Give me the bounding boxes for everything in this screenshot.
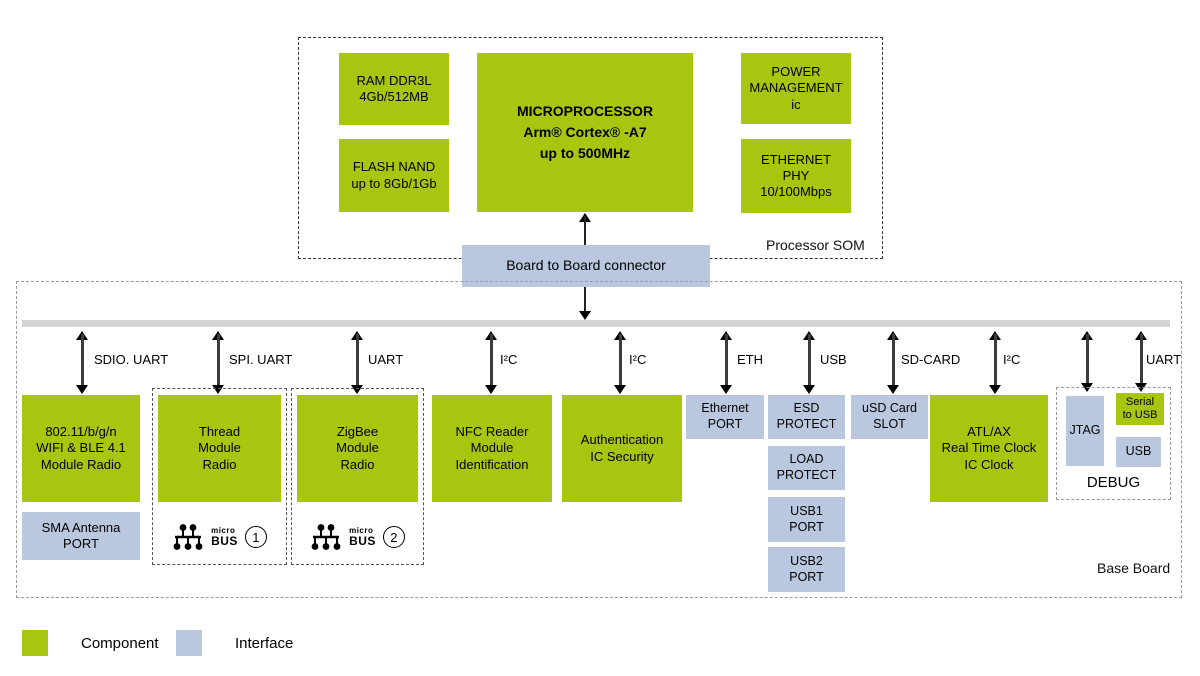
mikrobus-wordmark: micro BUS [211, 526, 238, 548]
component-legend-label: Component [81, 634, 159, 652]
usb1-port-block: USB1 PORT [768, 497, 845, 542]
nfc-reader-block: NFC Reader Module Identification [432, 395, 552, 502]
ethernet-port-block: Ethernet PORT [686, 395, 764, 439]
mikrobus-icon [311, 524, 341, 550]
i2c-auth-label: I²C [629, 352, 647, 367]
usb-arrow [803, 331, 815, 394]
uart-debug-label: UART [1146, 352, 1182, 367]
mikrobus2-logo: micro BUS 2 [297, 516, 418, 558]
debug-label: DEBUG [1086, 474, 1141, 491]
mikrobus1-slot-number: 1 [244, 526, 267, 548]
mikrobus1-logo: micro BUS 1 [158, 516, 281, 558]
serial-to-usb-block: Serial to USB [1116, 393, 1164, 425]
usd-card-slot-block: uSD Card SLOT [851, 395, 928, 439]
i2c-rtc-arrow [989, 331, 1001, 394]
usb-debug-block: USB [1116, 437, 1161, 467]
mpu-connector-arrow [579, 213, 591, 245]
flash-block: FLASH NAND up to 8Gb/1Gb [339, 139, 449, 212]
jtag-arrow [1081, 331, 1093, 392]
uart-label: UART [368, 352, 404, 367]
legend-interface: Interface [176, 630, 293, 656]
i2c-nfc-label: I²C [500, 352, 518, 367]
connector-bus-arrow [579, 287, 591, 320]
spi-uart-arrow [212, 331, 224, 394]
mikrobus-wordmark: micro BUS [349, 526, 376, 548]
usb-label: USB [820, 352, 847, 367]
sdio-uart-arrow [76, 331, 88, 394]
microprocessor-block: MICROPROCESSOR Arm® Cortex® -A7 up to 50… [477, 53, 693, 212]
sma-antenna-port-block: SMA Antenna PORT [22, 512, 140, 560]
eth-label: ETH [737, 352, 763, 367]
interface-swatch [176, 630, 202, 656]
mikrobus-icon [173, 524, 203, 550]
spi-uart-label: SPI. UART [229, 352, 293, 367]
ethernet-phy-block: ETHERNET PHY 10/100Mbps [741, 139, 851, 213]
mikrobus1-boundary [152, 388, 287, 565]
zigbee-module-block: ZigBee Module Radio [297, 395, 418, 502]
usb2-port-block: USB2 PORT [768, 547, 845, 592]
load-protect-block: LOAD PROTECT [768, 446, 845, 490]
debug-boundary [1056, 387, 1171, 500]
board-to-board-connector: Board to Board connector [462, 245, 710, 287]
sdcard-arrow [887, 331, 899, 394]
i2c-rtc-label: I²C [1003, 352, 1021, 367]
eth-arrow [720, 331, 732, 394]
mikrobus2-slot-number: 2 [382, 526, 405, 548]
processor-som-label: Processor SOM [766, 237, 865, 253]
uart-arrow [351, 331, 363, 394]
base-board-boundary [16, 281, 1182, 598]
mikrobus2-boundary [291, 388, 424, 565]
rtc-block: ATL/AX Real Time Clock IC Clock [930, 395, 1048, 502]
esd-protect-block: ESD PROTECT [768, 395, 845, 439]
component-swatch [22, 630, 48, 656]
wifi-ble-module-block: 802.11/b/g/n WIFI & BLE 4.1 Module Radio [22, 395, 140, 502]
base-board-label: Base Board [1097, 560, 1171, 576]
i2c-auth-arrow [614, 331, 626, 394]
sdcard-label: SD-CARD [901, 352, 961, 367]
sdio-uart-label: SDIO. UART [94, 352, 169, 367]
power-management-block: POWER MANAGEMENT ic [741, 53, 851, 124]
thread-module-block: Thread Module Radio [158, 395, 281, 502]
system-bus [22, 320, 1170, 327]
ram-block: RAM DDR3L 4Gb/512MB [339, 53, 449, 125]
jtag-block: JTAG [1066, 396, 1104, 466]
authentication-ic-block: Authentication IC Security [562, 395, 682, 502]
interface-legend-label: Interface [235, 634, 294, 652]
legend-component: Component [22, 630, 159, 656]
i2c-nfc-arrow [485, 331, 497, 394]
